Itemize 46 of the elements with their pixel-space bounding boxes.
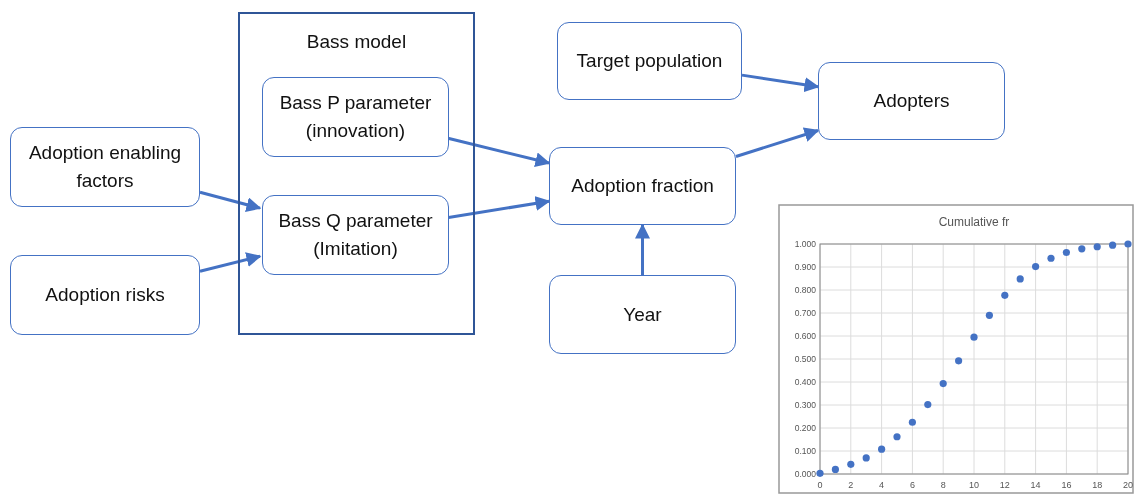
tick-label: 0.500 <box>794 354 816 364</box>
tick-label: 0.600 <box>794 331 816 341</box>
process-box <box>549 275 736 354</box>
box-label: Bass Q parameter (Imitation) <box>277 209 434 261</box>
tick-label: 0.300 <box>794 400 816 410</box>
tick-label: 0.000 <box>794 469 816 479</box>
tick-label: 0.200 <box>794 423 816 433</box>
tick-label: 0 <box>817 480 823 490</box>
tick-label: 0.400 <box>794 377 816 387</box>
box-label: Target population <box>576 49 723 74</box>
box-label: Adoption fraction <box>571 174 714 199</box>
tick-label: 20 <box>1123 480 1133 490</box>
process-box <box>10 255 200 335</box>
box-label: Bass P parameter (innovation) <box>278 91 433 143</box>
tick-label: 8 <box>940 480 946 490</box>
process-box <box>549 147 736 225</box>
tick-label: 0.900 <box>794 262 816 272</box>
tick-label: 18 <box>1092 480 1103 490</box>
arrow <box>635 223 650 275</box>
arrow <box>199 252 262 273</box>
arrow <box>199 190 262 212</box>
model-group-box <box>238 12 475 335</box>
tick-label: 10 <box>969 480 979 490</box>
tick-label: 0.100 <box>794 446 816 456</box>
arrow <box>735 127 820 158</box>
tick-label: 2 <box>848 480 854 490</box>
process-box <box>10 127 200 207</box>
process-box <box>262 77 449 157</box>
tick-label: 0.800 <box>794 285 816 295</box>
tick-label: 6 <box>909 480 915 490</box>
tick-label: 1.000 <box>794 239 816 249</box>
process-box <box>262 195 449 275</box>
tick-label: 12 <box>999 480 1010 490</box>
chart-title: Cumulative fr <box>938 215 1010 229</box>
tick-label: 4 <box>879 480 885 490</box>
box-label: Year <box>623 302 662 327</box>
process-box <box>557 22 742 100</box>
box-label: Adoption risks <box>45 283 165 308</box>
tick-label: 16 <box>1061 480 1072 490</box>
tick-label: 14 <box>1030 480 1041 490</box>
tick-label: 0.700 <box>794 308 816 318</box>
arrow <box>741 73 820 93</box>
box-label: Adopters <box>873 89 950 114</box>
process-box <box>818 62 1005 140</box>
box-label: Adoption enabling factors <box>27 141 183 193</box>
group-title: Bass model <box>306 30 407 54</box>
